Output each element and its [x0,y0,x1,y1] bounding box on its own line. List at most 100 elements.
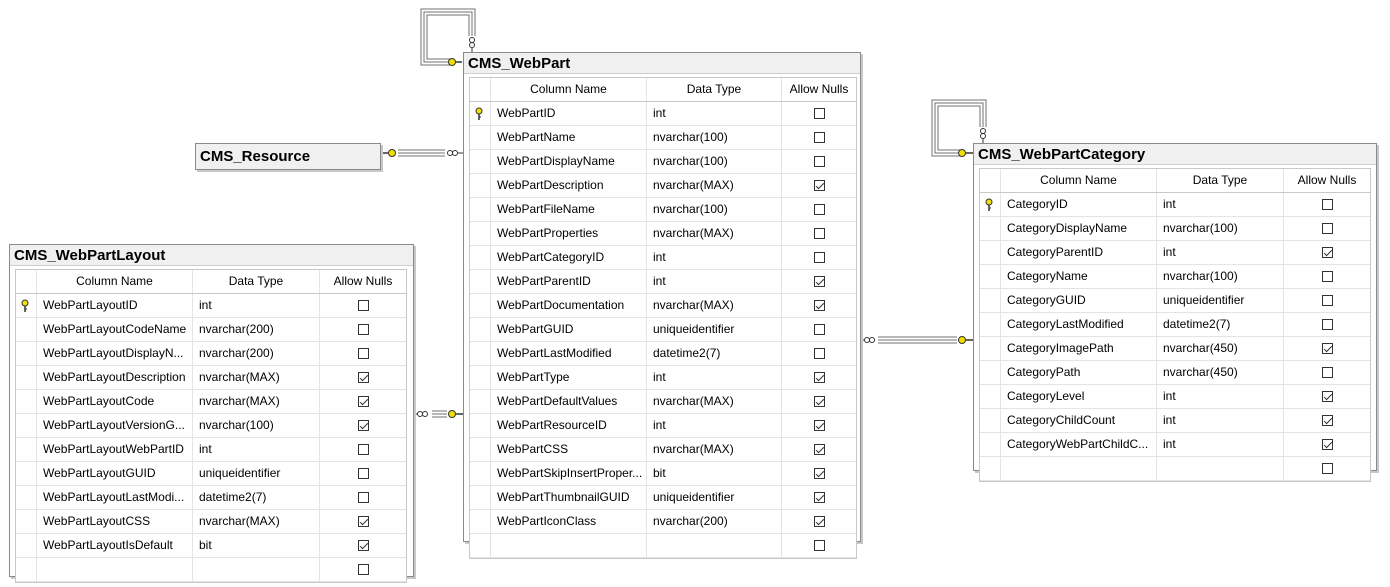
allow-nulls-cell[interactable] [782,486,856,509]
row-selector[interactable] [470,486,491,509]
allow-nulls-checkbox[interactable] [813,228,825,239]
data-type-cell[interactable]: uniqueidentifier [647,318,782,341]
column-name-cell[interactable]: WebPartLayoutID [37,294,193,317]
allow-nulls-cell[interactable] [320,462,406,485]
row-selector[interactable] [470,414,491,437]
allow-nulls-cell[interactable] [782,462,856,485]
data-type-cell[interactable]: nvarchar(200) [193,342,320,365]
data-type-cell[interactable]: nvarchar(MAX) [647,222,782,245]
row-selector[interactable] [16,366,37,389]
allow-nulls-cell[interactable] [782,366,856,389]
data-type-cell[interactable]: datetime2(7) [1157,313,1284,336]
allow-nulls-cell[interactable] [1284,385,1370,408]
allow-nulls-checkbox[interactable] [813,468,825,479]
allow-nulls-checkbox[interactable] [1321,463,1333,474]
column-name-cell[interactable]: WebPartLayoutWebPartID [37,438,193,461]
row-selector[interactable] [980,457,1001,480]
allow-nulls-checkbox[interactable] [357,420,369,431]
allow-nulls-cell[interactable] [1284,409,1370,432]
allow-nulls-cell[interactable] [320,414,406,437]
row-selector[interactable] [980,361,1001,384]
row-selector[interactable] [980,385,1001,408]
data-type-cell[interactable]: int [1157,409,1284,432]
allow-nulls-cell[interactable] [320,294,406,317]
allow-nulls-checkbox[interactable] [813,300,825,311]
data-type-cell[interactable]: nvarchar(MAX) [647,438,782,461]
row-selector[interactable] [980,193,1001,216]
data-type-cell[interactable]: nvarchar(100) [647,198,782,221]
allow-nulls-checkbox[interactable] [1321,223,1333,234]
data-type-cell[interactable]: nvarchar(MAX) [647,294,782,317]
allow-nulls-checkbox[interactable] [357,516,369,527]
allow-nulls-checkbox[interactable] [357,444,369,455]
column-name-cell[interactable]: WebPartGUID [491,318,647,341]
column-name-cell[interactable]: WebPartLayoutCSS [37,510,193,533]
allow-nulls-cell[interactable] [320,318,406,341]
row-selector[interactable] [16,534,37,557]
data-type-cell[interactable]: nvarchar(MAX) [193,510,320,533]
column-name-cell[interactable]: WebPartDescription [491,174,647,197]
row-selector[interactable] [980,241,1001,264]
allow-nulls-cell[interactable] [320,510,406,533]
allow-nulls-checkbox[interactable] [1321,439,1333,450]
row-selector[interactable] [16,294,37,317]
allow-nulls-checkbox[interactable] [813,444,825,455]
data-type-cell[interactable]: nvarchar(100) [647,150,782,173]
column-name-cell[interactable]: WebPartDisplayName [491,150,647,173]
data-type-cell[interactable] [647,534,782,557]
allow-nulls-checkbox[interactable] [813,516,825,527]
allow-nulls-cell[interactable] [782,438,856,461]
table-row[interactable] [470,534,856,558]
relationship-webpart-category[interactable] [878,336,957,344]
allow-nulls-cell[interactable] [782,222,856,245]
data-type-cell[interactable]: int [193,294,320,317]
column-name-cell[interactable]: CategoryPath [1001,361,1157,384]
row-selector[interactable] [470,150,491,173]
row-selector[interactable] [470,222,491,245]
column-name-cell[interactable]: WebPartName [491,126,647,149]
data-type-cell[interactable]: uniqueidentifier [1157,289,1284,312]
allow-nulls-checkbox[interactable] [813,540,825,551]
column-name-cell[interactable]: WebPartCSS [491,438,647,461]
data-type-cell[interactable]: nvarchar(200) [193,318,320,341]
data-type-cell[interactable]: bit [647,462,782,485]
allow-nulls-cell[interactable] [1284,193,1370,216]
relationship-category-self[interactable] [931,99,987,157]
row-selector[interactable] [980,289,1001,312]
allow-nulls-cell[interactable] [1284,217,1370,240]
column-name-cell[interactable]: CategoryName [1001,265,1157,288]
column-name-cell[interactable]: WebPartParentID [491,270,647,293]
table-row[interactable]: WebPartSkipInsertProper...bit [470,462,856,486]
row-selector[interactable] [470,126,491,149]
row-selector[interactable] [470,102,491,125]
column-name-cell[interactable]: WebPartLayoutVersionG... [37,414,193,437]
row-selector[interactable] [470,174,491,197]
allow-nulls-cell[interactable] [782,318,856,341]
column-name-cell[interactable] [37,558,193,581]
column-name-cell[interactable]: WebPartLayoutLastModi... [37,486,193,509]
column-name-cell[interactable]: WebPartLayoutDisplayN... [37,342,193,365]
data-type-cell[interactable]: datetime2(7) [193,486,320,509]
allow-nulls-checkbox[interactable] [813,252,825,263]
row-selector[interactable] [470,390,491,413]
allow-nulls-cell[interactable] [1284,313,1370,336]
row-selector[interactable] [470,270,491,293]
allow-nulls-cell[interactable] [1284,265,1370,288]
column-name-cell[interactable]: CategoryChildCount [1001,409,1157,432]
allow-nulls-checkbox[interactable] [813,396,825,407]
row-selector[interactable] [16,390,37,413]
row-selector[interactable] [470,510,491,533]
column-name-cell[interactable]: WebPartProperties [491,222,647,245]
